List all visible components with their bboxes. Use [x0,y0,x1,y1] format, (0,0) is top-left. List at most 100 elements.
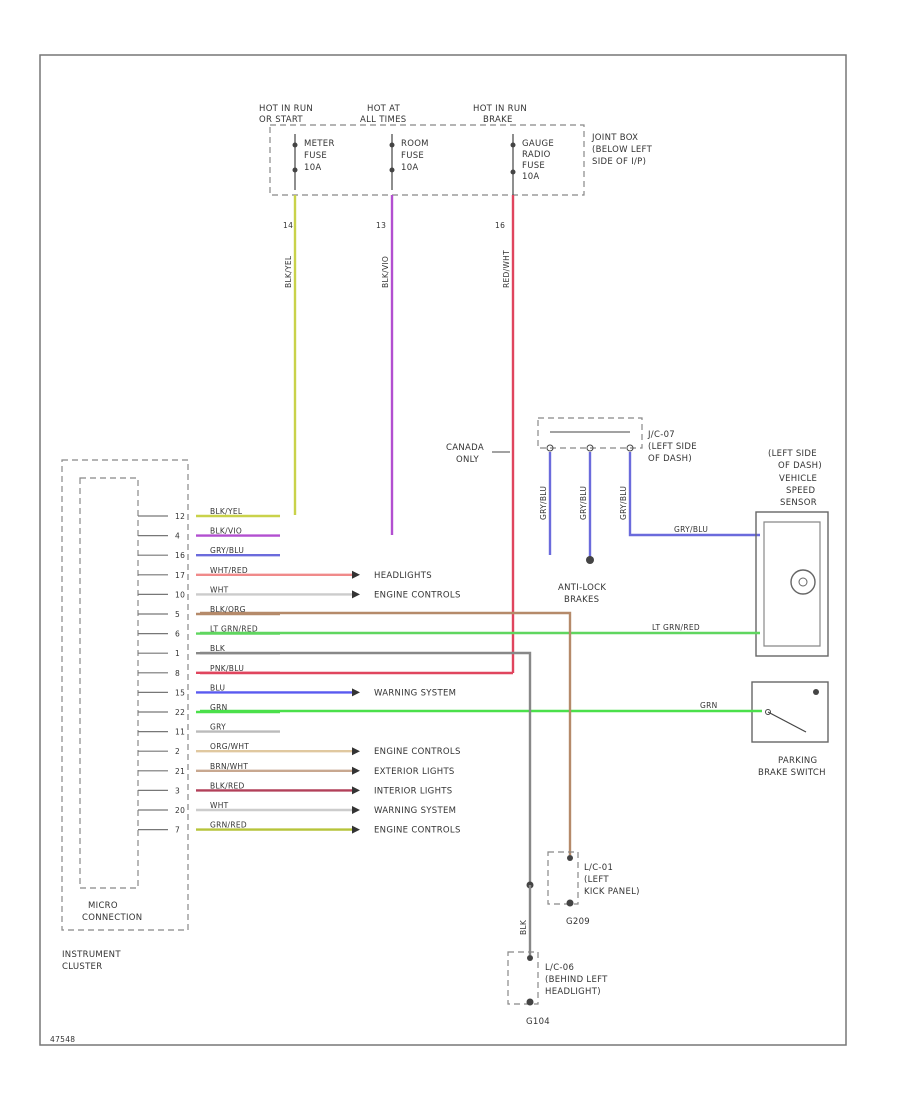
room-fuse-label-1: ROOM [401,139,429,149]
row-arrow-icon [352,806,360,814]
jc07-label-3: OF DASH) [648,454,692,464]
row-pin-number: 7 [175,826,180,835]
diagram-frame [39,54,847,1046]
row-arrow-icon [352,570,360,579]
row-wire-color: BLU [210,683,225,692]
row-wire-color: GRN [210,703,228,712]
row-pin-number: 21 [175,767,185,776]
cluster-row: 22 GRN [138,703,280,717]
cluster-row: 8 PNK/BLU [138,664,280,678]
parking-brake-switch [751,681,829,743]
cluster-label-4: CLUSTER [62,962,102,972]
anti-lock-label-1: ANTI-LOCK [558,583,606,593]
canada-only-2: ONLY [456,455,480,465]
instrument-cluster-outline [61,459,189,931]
jc07-label-2: (LEFT SIDE [648,442,697,452]
jc07-label-1: J/C-07 [647,430,675,440]
cluster-row: 3 BLK/RED INTERIOR LIGHTS [138,781,452,796]
sensor-label-3: VEHICLE [779,474,817,484]
row-wire-color: BLK/VIO [210,527,242,536]
gauge-fuse-label-3: FUSE [522,161,545,171]
brake-wire-label: GRN [700,701,718,710]
circuit-14: 14 [283,221,293,230]
wire-jc-to-sensor [628,452,760,537]
row-wire-color: ORG/WHT [210,742,249,751]
ground-wire-label: BLK [519,919,528,935]
fuse-header-3-line2: BRAKE [483,115,513,125]
row-wire-color: LT GRN/RED [210,625,258,634]
row-pin-number: 12 [175,512,185,521]
jc07-pins [546,431,634,452]
row-arrow-icon [352,825,360,834]
row-pin-number: 10 [175,590,185,599]
row-wire-color: BLK/RED [210,781,245,790]
gauge-fuse-label-2: RADIO [522,150,551,160]
row-destination: INTERIOR LIGHTS [374,786,452,796]
g104-label-1: L/C-06 [545,963,574,973]
gauge-fuse-label-1: GAUGE [522,139,554,149]
g104-name: G104 [526,1017,550,1027]
parking-label-1: PARKING [778,756,817,766]
row-pin-number: 6 [175,630,180,639]
circuit-16: 16 [495,221,505,230]
row-destination: ENGINE CONTROLS [374,826,461,836]
micro-connection-outline [79,477,139,889]
row-pin-number: 11 [175,728,185,737]
cluster-label-2: CONNECTION [82,913,142,923]
row-pin-number: 8 [175,669,180,678]
sensor-label-2: OF DASH) [778,461,822,471]
jc-wire-label-3: GRY/BLU [619,486,628,520]
row-pin-number: 4 [175,532,180,541]
canada-only-1: CANADA [446,443,484,453]
cluster-row: 6 LT GRN/RED [138,625,280,639]
row-pin-number: 5 [175,610,180,619]
wire-blk-ground [200,651,532,885]
row-arrow-icon [352,786,360,795]
fuse-header-3-line1: HOT IN RUN [473,104,527,114]
room-fuse: ROOM FUSE 10A [389,134,429,190]
joint-box-label-2: (BELOW LEFT [592,145,653,155]
row-wire-color: WHT [210,585,229,594]
row-destination: HEADLIGHTS [374,571,432,581]
wire-blk-org-ground [200,611,572,855]
row-pin-number: 17 [175,571,185,580]
g104-label-2: (BEHIND LEFT [545,975,608,985]
jc07-outline [537,417,643,449]
row-pin-number: 2 [175,747,180,756]
row-pin-number: 3 [175,786,180,795]
sensor-label-5: SENSOR [780,498,817,508]
row-wire-color: BRN/WHT [210,762,248,771]
row-wire-color: PNK/BLU [210,664,244,673]
row-wire-color: BLK/YEL [210,507,243,516]
row-pin-number: 15 [175,688,185,697]
abs-terminal [586,556,594,564]
feed-wire-label-1: BLK/YEL [284,255,293,288]
row-pin-number: 16 [175,551,185,560]
row-wire-color: BLK/ORG [210,605,246,614]
cluster-row: 5 BLK/ORG [138,605,280,619]
row-pin-number: 22 [175,708,185,717]
ground-g104 [507,951,539,1006]
joint-box-outline [269,124,585,196]
row-wire-color: WHT [210,801,229,810]
row-pin-number: 20 [175,806,185,815]
g209-label-3: KICK PANEL) [584,887,640,897]
room-fuse-label-3: 10A [401,163,419,173]
cluster-row: 4 BLK/VIO [138,527,280,541]
g209-label-1: L/C-01 [584,863,613,873]
g104-label-3: HEADLIGHT) [545,987,601,997]
row-arrow-icon [352,688,360,697]
jc-wire-label-2: GRY/BLU [579,486,588,520]
fuse-header-1-line2: OR START [259,115,303,125]
g209-label-2: (LEFT [584,875,609,885]
joint-box-label-1: JOINT BOX [591,133,638,143]
